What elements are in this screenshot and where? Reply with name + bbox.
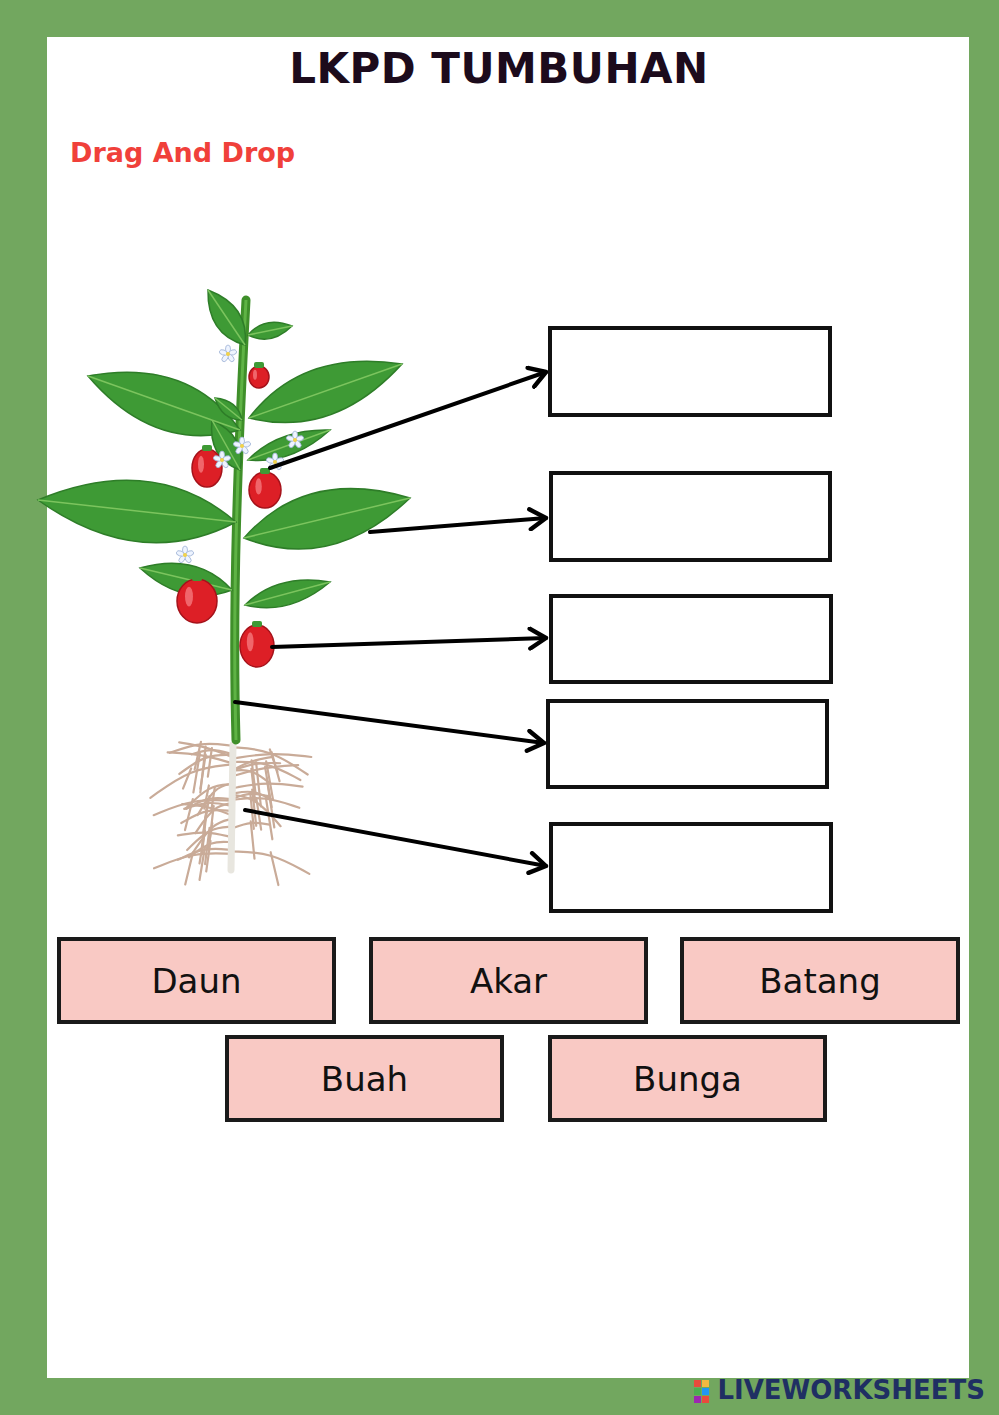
root-strand [266, 761, 273, 799]
word-tile: Daun [57, 937, 336, 1024]
pepper-highlight [185, 587, 193, 607]
leaf [249, 361, 402, 422]
logo-square [694, 1396, 701, 1403]
flower-center [220, 458, 224, 462]
pepper-calyx [202, 445, 212, 451]
root-strand [208, 748, 212, 776]
logo-square [702, 1388, 709, 1395]
leaf [215, 398, 242, 420]
leaf [248, 430, 330, 461]
leaf-midrib [215, 398, 242, 420]
plant-fruits [177, 362, 281, 667]
word-tile: Akar [369, 937, 648, 1024]
logo-squares [694, 1380, 709, 1403]
leaf-midrib [249, 364, 402, 418]
flower-center [240, 444, 244, 448]
pepper-calyx [254, 362, 264, 368]
answer-boxes [548, 328, 831, 911]
leaf-midrib [38, 500, 236, 522]
flower [213, 451, 232, 469]
root-strand [271, 852, 279, 885]
answer-box [551, 596, 831, 682]
plant-leaves [38, 290, 410, 608]
pepper-calyx [252, 621, 262, 627]
logo-square [694, 1380, 701, 1387]
root-strand [202, 809, 207, 850]
flower [233, 437, 252, 455]
root-strand [252, 760, 256, 793]
pepper-highlight [247, 632, 254, 651]
pepper-calyx [192, 575, 202, 581]
root-strand [150, 764, 232, 797]
pepper-fruit [177, 579, 217, 623]
answer-box [551, 824, 831, 911]
logo-square [702, 1396, 709, 1403]
tile-word: Batang [759, 961, 880, 1001]
pepper-fruit [240, 625, 274, 667]
leaf-midrib [248, 430, 330, 460]
answer-box [548, 701, 827, 787]
answer-box [551, 473, 830, 560]
flower-center [226, 352, 230, 356]
worksheet-panel [47, 37, 969, 1378]
pepper-highlight [253, 370, 257, 380]
tile-word: Buah [321, 1059, 408, 1099]
root-strand [210, 806, 214, 837]
root-strand [270, 749, 278, 771]
pointer-arrows [235, 372, 546, 866]
tile-word: Akar [470, 961, 547, 1001]
leaf-midrib [248, 326, 292, 335]
pointer-arrow [245, 810, 546, 866]
taproot [231, 745, 233, 870]
instruction-text: Drag And Drop [70, 137, 295, 168]
root-strand [205, 828, 209, 864]
pepper-fruit [249, 472, 281, 508]
leaf [38, 480, 236, 542]
word-tile: Bunga [548, 1035, 827, 1122]
leaf-midrib [245, 582, 330, 605]
flower-center [273, 460, 277, 464]
plant-stem [235, 300, 246, 740]
root-strand [185, 852, 193, 884]
leaf [248, 322, 292, 339]
pointer-arrow [235, 702, 544, 743]
root-strand [232, 747, 308, 774]
answer-box [550, 328, 830, 415]
flower-center [183, 553, 187, 557]
word-tile: Buah [225, 1035, 504, 1122]
leaf-midrib [88, 376, 240, 430]
pointer-arrow [370, 518, 546, 532]
flower [176, 546, 195, 564]
root-strand [193, 754, 199, 792]
tile-word: Bunga [633, 1059, 742, 1099]
leaf-midrib [208, 290, 245, 345]
logo-square [702, 1380, 709, 1387]
logo-square [694, 1388, 701, 1395]
stem-highlight [235, 300, 246, 740]
watermark: LIVEWORKSHEETS [717, 1375, 985, 1405]
pointer-arrow [270, 372, 546, 468]
worksheet-title: LKPD TUMBUHAN [289, 44, 709, 93]
root-strand [200, 747, 205, 793]
flower-center [293, 438, 297, 442]
pointer-arrow [272, 638, 546, 647]
plant-roots [150, 742, 311, 885]
pepper-highlight [255, 478, 261, 494]
leaf [245, 580, 330, 608]
plant-flowers [176, 345, 305, 564]
flower [286, 431, 305, 449]
root-strand [252, 790, 256, 826]
tile-word: Daun [151, 961, 241, 1001]
leaf [208, 290, 245, 345]
word-tile: Batang [680, 937, 960, 1024]
pepper-highlight [198, 456, 204, 473]
flower [219, 345, 238, 363]
pepper-fruit [249, 366, 269, 388]
root-strand [266, 796, 273, 839]
